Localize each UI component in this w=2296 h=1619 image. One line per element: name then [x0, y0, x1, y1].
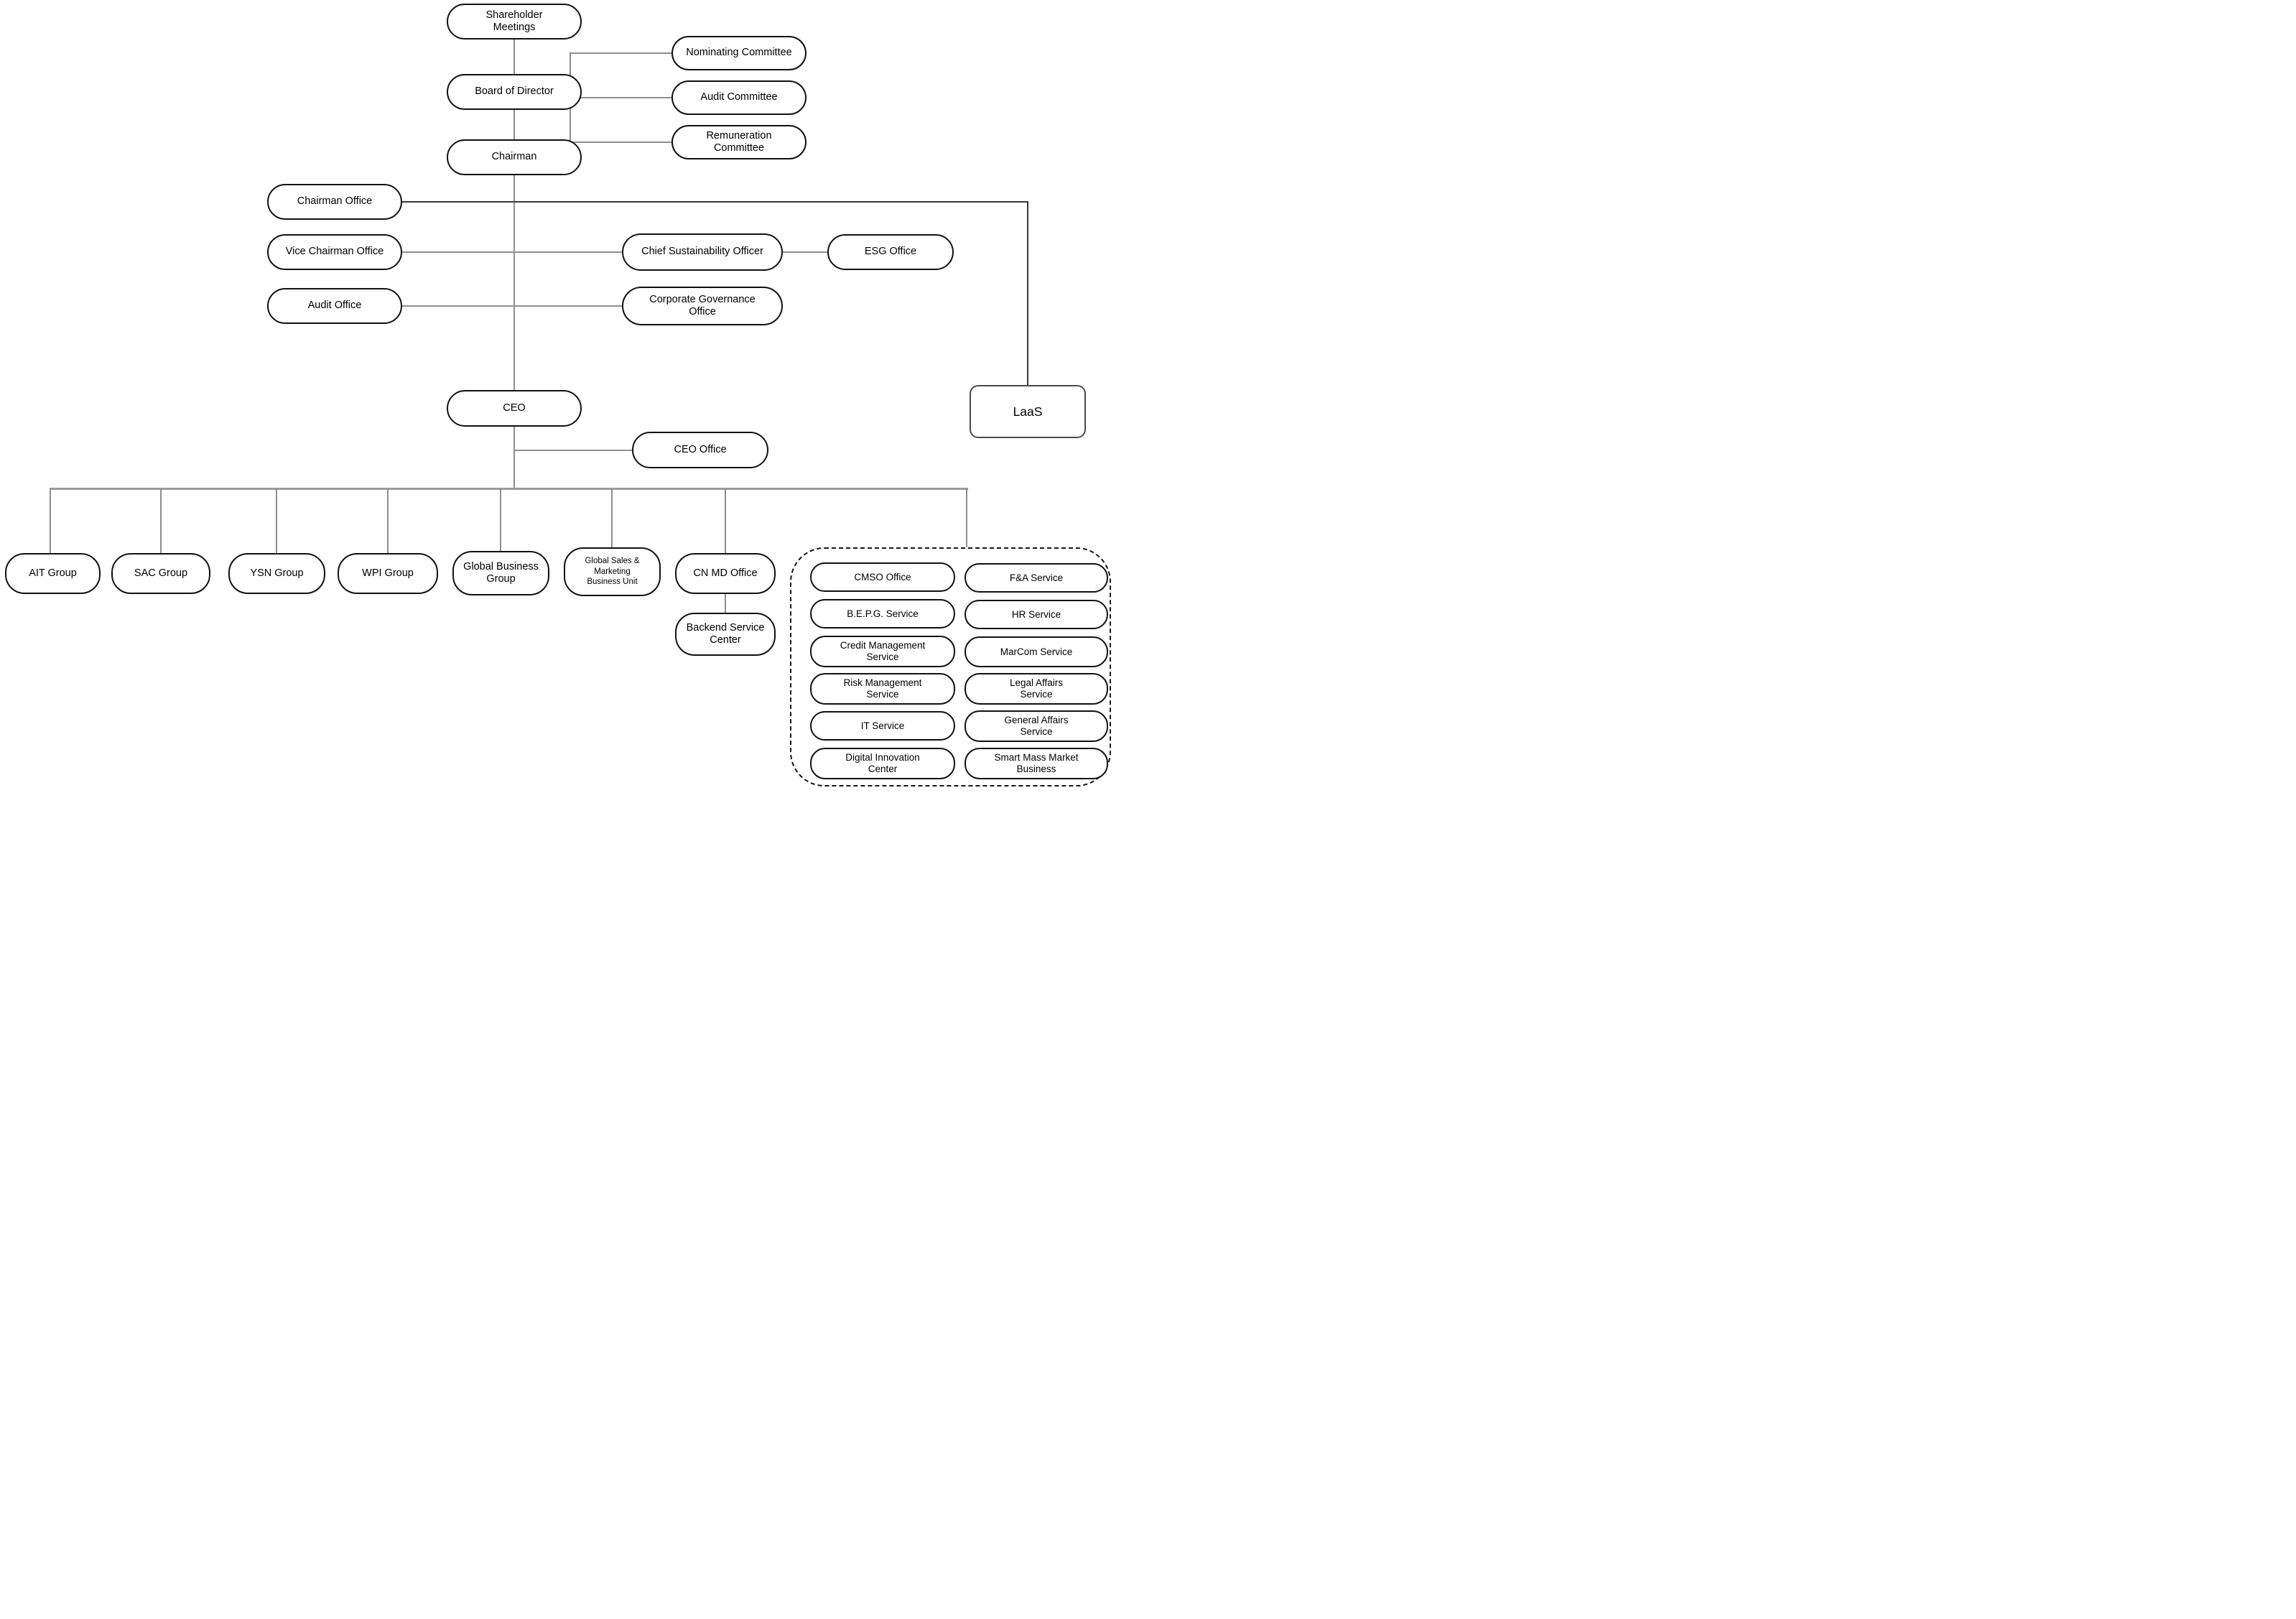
node-ceo-office: CEO Office: [632, 432, 768, 468]
node-global-sales-marketing-business-unit: Global Sales & Marketing Business Unit: [564, 547, 661, 596]
connector: [50, 488, 51, 553]
node-digital-innovation-center: Digital Innovation Center: [810, 748, 955, 779]
connector: [513, 110, 515, 139]
connector: [725, 488, 726, 553]
connector: [1027, 201, 1028, 385]
org-chart-canvas: Shareholder Meetings Board of Director N…: [0, 0, 1148, 810]
node-laas: LaaS: [970, 385, 1086, 438]
connector: [513, 427, 515, 488]
node-backend-service-center: Backend Service Center: [675, 613, 776, 656]
node-sac-group: SAC Group: [111, 553, 210, 594]
node-bepg-service: B.E.P.G. Service: [810, 599, 955, 628]
node-shareholder-meetings: Shareholder Meetings: [447, 4, 582, 40]
connector: [500, 488, 501, 551]
node-legal-affairs-service: Legal Affairs Service: [965, 673, 1108, 705]
node-wpi-group: WPI Group: [338, 553, 438, 594]
connector: [783, 251, 827, 253]
connector: [725, 594, 726, 613]
node-audit-committee: Audit Committee: [671, 80, 807, 115]
connector: [570, 142, 671, 143]
connector: [570, 52, 671, 54]
connector: [966, 488, 967, 547]
node-chief-sustainability-officer: Chief Sustainability Officer: [622, 233, 783, 271]
connector: [513, 175, 515, 390]
node-cn-md-office: CN MD Office: [675, 553, 776, 594]
node-risk-management-service: Risk Management Service: [810, 673, 955, 705]
connector: [402, 251, 622, 253]
node-chairman-office: Chairman Office: [267, 184, 402, 220]
node-ceo: CEO: [447, 390, 582, 427]
connector: [276, 488, 277, 553]
node-it-service: IT Service: [810, 711, 955, 741]
node-general-affairs-service: General Affairs Service: [965, 710, 1108, 742]
connector: [402, 305, 622, 307]
node-esg-office: ESG Office: [827, 234, 954, 270]
connector: [387, 488, 389, 553]
shared-services-dashed-group: [790, 547, 1111, 787]
connector: [570, 97, 671, 98]
node-credit-management-service: Credit Management Service: [810, 636, 955, 667]
connector: [402, 201, 1028, 203]
node-nominating-committee: Nominating Committee: [671, 36, 807, 70]
node-hr-service: HR Service: [965, 600, 1108, 629]
node-chairman: Chairman: [447, 139, 582, 175]
connector: [513, 40, 515, 74]
node-smart-mass-market-business: Smart Mass Market Business: [965, 748, 1108, 779]
node-vice-chairman-office: Vice Chairman Office: [267, 234, 402, 270]
connector: [50, 488, 968, 490]
node-ysn-group: YSN Group: [228, 553, 325, 594]
node-corporate-governance-office: Corporate Governance Office: [622, 287, 783, 325]
connector: [611, 488, 613, 547]
node-fa-service: F&A Service: [965, 563, 1108, 593]
connector: [513, 450, 632, 451]
node-global-business-group: Global Business Group: [452, 551, 549, 595]
node-board-of-director: Board of Director: [447, 74, 582, 110]
node-audit-office: Audit Office: [267, 288, 402, 324]
node-ait-group: AIT Group: [5, 553, 101, 594]
node-cmso-office: CMSO Office: [810, 562, 955, 592]
node-marcom-service: MarCom Service: [965, 636, 1108, 667]
connector: [160, 488, 162, 553]
node-remuneration-committee: Remuneration Committee: [671, 125, 807, 159]
